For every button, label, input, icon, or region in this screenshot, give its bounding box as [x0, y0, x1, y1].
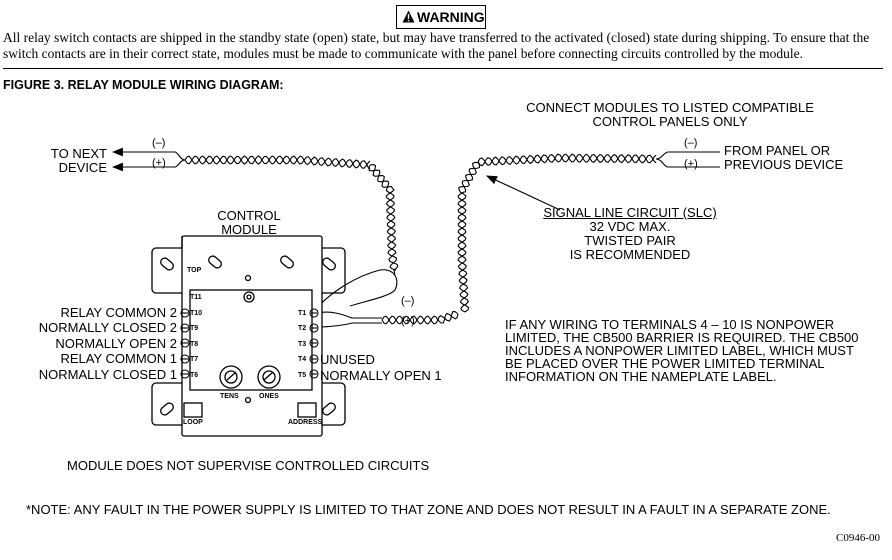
wire-to-next-device	[111, 147, 186, 172]
twisted-wire	[368, 164, 399, 276]
terminal-id-t1: T1	[298, 310, 307, 317]
slc-label: SIGNAL LINE CIRCUIT (SLC) 32 VDC MAX. TW…	[543, 205, 717, 262]
module-tens-mark: TENS	[220, 393, 239, 400]
module-loop-mark: LOOP	[183, 419, 203, 426]
terminal-id-t6: T6	[190, 372, 199, 379]
terminal-label-relay-common-1: RELAY COMMON 1	[60, 351, 177, 366]
footnote: *NOTE: ANY FAULT IN THE POWER SUPPLY IS …	[26, 502, 831, 517]
twisted-pair-panel	[477, 153, 657, 167]
twisted-wire	[381, 312, 459, 325]
terminal-label-normally-open-2: NORMALLY OPEN 2	[55, 336, 177, 351]
terminal-id-t7: T7	[190, 356, 199, 363]
warning-badge: WARNING	[396, 5, 486, 29]
right-pos-label: (+)	[684, 158, 698, 170]
document-code: C0946-00	[836, 532, 880, 544]
warning-triangle-icon	[402, 10, 415, 23]
module-address-mark: ADDRESS	[288, 419, 323, 426]
terminal-id-t11: T11	[190, 294, 202, 301]
terminal-id-t3: T3	[298, 341, 307, 348]
terminal-screw	[309, 323, 319, 333]
twisted-wire	[477, 153, 657, 167]
twisted-pair-terminals	[381, 311, 459, 325]
control-module-body	[151, 235, 346, 437]
slc-neg-label: (–)	[401, 295, 415, 307]
terminal-id-t10: T10	[190, 310, 203, 317]
terminal-screw	[180, 308, 190, 318]
slc-pointer-arrow	[486, 175, 561, 211]
terminal-screw	[180, 323, 190, 333]
twisted-wire	[457, 161, 479, 313]
terminal-id-t2: T2	[298, 325, 307, 332]
terminal-label-normally-closed-2: NORMALLY CLOSED 2	[38, 320, 177, 335]
twisted-wire	[381, 311, 459, 325]
terminal-screw	[180, 369, 190, 379]
warning-label: WARNING	[417, 9, 485, 25]
terminal-id-t9: T9	[190, 325, 199, 332]
terminal-id-t4: T4	[298, 356, 307, 363]
terminal-screw	[180, 338, 190, 348]
wire-from-panel	[655, 151, 720, 168]
terminal-screw	[309, 308, 319, 318]
divider	[3, 68, 883, 69]
twisted-pair-left-down	[368, 164, 399, 276]
terminal-label-relay-common-2: RELAY COMMON 2	[60, 305, 177, 320]
left-neg-label: (–)	[152, 137, 166, 149]
terminal-screw	[309, 354, 319, 364]
terminal-id-t5: T5	[298, 372, 307, 379]
right-neg-label: (–)	[684, 137, 698, 149]
twisted-pair-top	[184, 155, 371, 170]
terminal-screw	[180, 354, 190, 364]
figure-title: FIGURE 3. RELAY MODULE WIRING DIAGRAM:	[3, 78, 284, 92]
terminal-wires	[309, 269, 398, 328]
terminal-screw	[309, 338, 319, 348]
twisted-pair-right-up	[457, 161, 481, 313]
twisted-wire	[457, 161, 481, 313]
terminal-id-t8: T8	[190, 341, 199, 348]
twisted-wire	[477, 153, 657, 167]
left-terminal-block	[180, 308, 190, 379]
intro-paragraph: All relay switch contacts are shipped in…	[3, 30, 870, 61]
terminal-label-normally-open-1: NORMALLY OPEN 1	[320, 368, 442, 383]
module-top-mark: TOP	[187, 267, 202, 274]
terminal-screw	[309, 369, 319, 379]
right-terminal-block	[309, 308, 319, 379]
module-ones-mark: ONES	[259, 393, 279, 400]
terminal-label-unused: UNUSED	[320, 352, 375, 367]
no-supervise-label: MODULE DOES NOT SUPERVISE CONTROLLED CIR…	[67, 458, 430, 473]
left-pos-label: (+)	[152, 157, 166, 169]
twisted-wire	[369, 164, 398, 271]
twisted-wire	[184, 155, 371, 170]
slc-pos-label: (+)	[401, 315, 415, 327]
cb500-note: IF ANY WIRING TO TERMINALS 4 – 10 IS NON…	[505, 317, 859, 384]
terminal-label-normally-closed-1: NORMALLY CLOSED 1	[38, 367, 177, 382]
